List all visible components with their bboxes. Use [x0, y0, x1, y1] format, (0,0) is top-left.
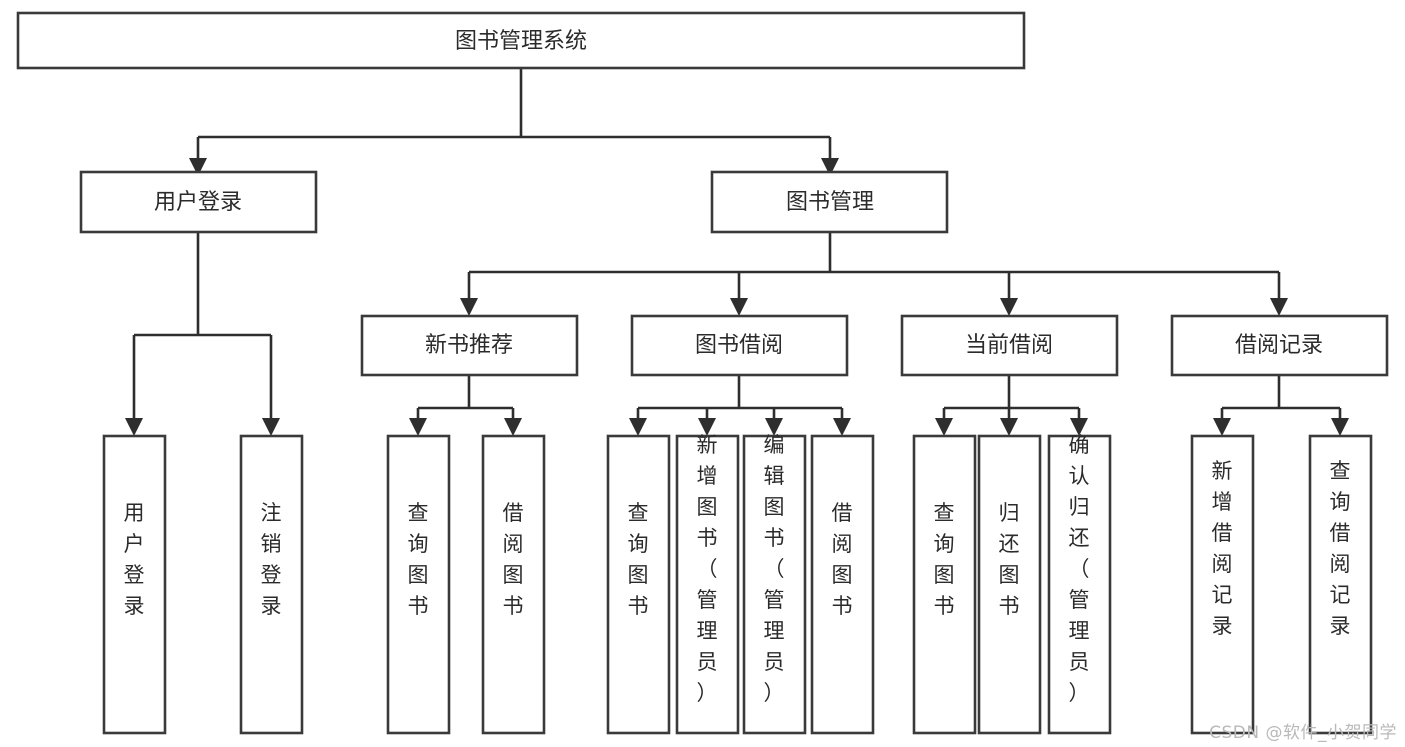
root-box[interactable]: [16, 11, 1026, 70]
query-borrow-record-label: 查询借阅记录: [1330, 459, 1351, 638]
node-borrow-book-1[interactable]: 借阅图书: [481, 434, 546, 735]
arrow-to-query-book-1: [409, 418, 427, 436]
arrow-to-add-book: [698, 418, 716, 436]
node-borrow-record[interactable]: 借阅记录: [1170, 314, 1389, 377]
node-new-book-recommend[interactable]: 新书推荐: [360, 314, 579, 377]
arrow-to-edit-book: [765, 418, 783, 436]
arrow-to-query-book-2: [629, 418, 647, 436]
current-borrow-label: 当前借阅: [965, 333, 1053, 358]
borrow-book-2-label: 借阅图书: [832, 501, 853, 618]
csdn-watermark: CSDN @软件_小贺同学: [1209, 723, 1397, 743]
node-return-book[interactable]: 归还图书: [977, 434, 1042, 735]
arrow-to-book-management: [821, 158, 839, 176]
edit-book-box[interactable]: [742, 434, 807, 735]
user-login-leaf-label: 用户登录: [124, 501, 145, 618]
node-add-book[interactable]: 新增图书（管理员）: [675, 433, 740, 735]
book-borrow-label: 图书借阅: [695, 333, 783, 358]
borrow-record-box[interactable]: [1170, 314, 1389, 377]
node-query-book-3[interactable]: 查询图书: [912, 434, 977, 735]
book-management-box[interactable]: [710, 170, 949, 234]
arrow-to-new-book-recommend: [460, 298, 478, 316]
edit-book-label: 编辑图书（管理员）: [764, 433, 785, 705]
connector-root-bus: [196, 68, 832, 160]
confirm-return-box[interactable]: [1047, 434, 1112, 735]
new-book-recommend-label: 新书推荐: [425, 333, 513, 358]
node-add-borrow-record[interactable]: 新增借阅记录: [1190, 434, 1255, 735]
arrow-to-confirm-return: [1070, 418, 1088, 436]
user-login-label: 用户登录: [154, 190, 242, 215]
connector-book-borrow-bus: [636, 375, 844, 420]
arrow-to-book-borrow: [730, 298, 748, 316]
node-query-borrow-record[interactable]: 查询借阅记录: [1308, 434, 1373, 735]
arrow-to-query-book-3: [935, 418, 953, 436]
node-root[interactable]: 图书管理系统: [16, 11, 1026, 70]
arrow-to-query-borrow-record: [1331, 418, 1349, 436]
node-user-login-leaf[interactable]: 用户登录: [102, 434, 167, 735]
arrow-to-user-login: [189, 158, 207, 176]
arrow-to-borrow-book-1: [504, 418, 522, 436]
node-query-book-2[interactable]: 查询图书: [606, 434, 671, 735]
node-query-book-1[interactable]: 查询图书: [386, 434, 451, 735]
book-management-label: 图书管理: [786, 190, 874, 215]
arrow-to-borrow-book-2: [833, 418, 851, 436]
node-book-management[interactable]: 图书管理: [710, 170, 949, 234]
node-edit-book[interactable]: 编辑图书（管理员）: [742, 433, 807, 735]
return-book-label: 归还图书: [999, 501, 1020, 618]
node-book-borrow[interactable]: 图书借阅: [630, 314, 849, 377]
root-label: 图书管理系统: [455, 29, 587, 54]
arrow-to-logout-leaf: [262, 418, 280, 436]
return-book-box[interactable]: [977, 434, 1042, 735]
new-book-recommend-box[interactable]: [360, 314, 579, 377]
arrow-to-user-login-leaf: [125, 418, 143, 436]
arrow-to-borrow-record: [1270, 298, 1288, 316]
add-book-label: 新增图书（管理员）: [697, 433, 718, 705]
confirm-return-label: 确认归还（管理员）: [1069, 433, 1090, 705]
add-book-box[interactable]: [675, 434, 740, 735]
query-book-3-box[interactable]: [912, 434, 977, 735]
book-borrow-box[interactable]: [630, 314, 849, 377]
current-borrow-box[interactable]: [900, 314, 1119, 377]
add-borrow-record-label: 新增借阅记录: [1212, 459, 1233, 638]
query-book-2-box[interactable]: [606, 434, 671, 735]
arrow-to-add-borrow-record: [1213, 418, 1231, 436]
logout-leaf-label: 注销登录: [261, 501, 282, 618]
query-book-3-label: 查询图书: [934, 501, 955, 618]
logout-leaf-box[interactable]: [239, 434, 304, 735]
query-book-1-box[interactable]: [386, 434, 451, 735]
query-book-1-label: 查询图书: [408, 501, 429, 618]
connector-current-borrow-bus: [942, 375, 1081, 420]
query-borrow-record-box[interactable]: [1308, 434, 1373, 735]
borrow-book-1-label: 借阅图书: [503, 501, 524, 618]
node-current-borrow[interactable]: 当前借阅: [900, 314, 1119, 377]
connector-user-login-bus: [132, 232, 273, 420]
connector-new-book-recommend-bus: [416, 375, 515, 420]
borrow-book-2-box[interactable]: [810, 434, 875, 735]
node-confirm-return[interactable]: 确认归还（管理员）: [1047, 433, 1112, 735]
connector-book-management-bus: [467, 232, 1281, 300]
query-book-2-label: 查询图书: [628, 501, 649, 618]
node-logout-leaf[interactable]: 注销登录: [239, 434, 304, 735]
connector-layer: [125, 68, 1349, 436]
user-login-box[interactable]: [79, 170, 318, 234]
borrow-record-label: 借阅记录: [1235, 333, 1323, 358]
arrow-to-current-borrow: [1000, 298, 1018, 316]
connector-borrow-record-bus: [1220, 375, 1342, 420]
user-login-leaf-box[interactable]: [102, 434, 167, 735]
node-borrow-book-2[interactable]: 借阅图书: [810, 434, 875, 735]
node-user-login[interactable]: 用户登录: [79, 170, 318, 234]
arrow-to-return-book: [1000, 418, 1018, 436]
borrow-book-1-box[interactable]: [481, 434, 546, 735]
add-borrow-record-box[interactable]: [1190, 434, 1255, 735]
